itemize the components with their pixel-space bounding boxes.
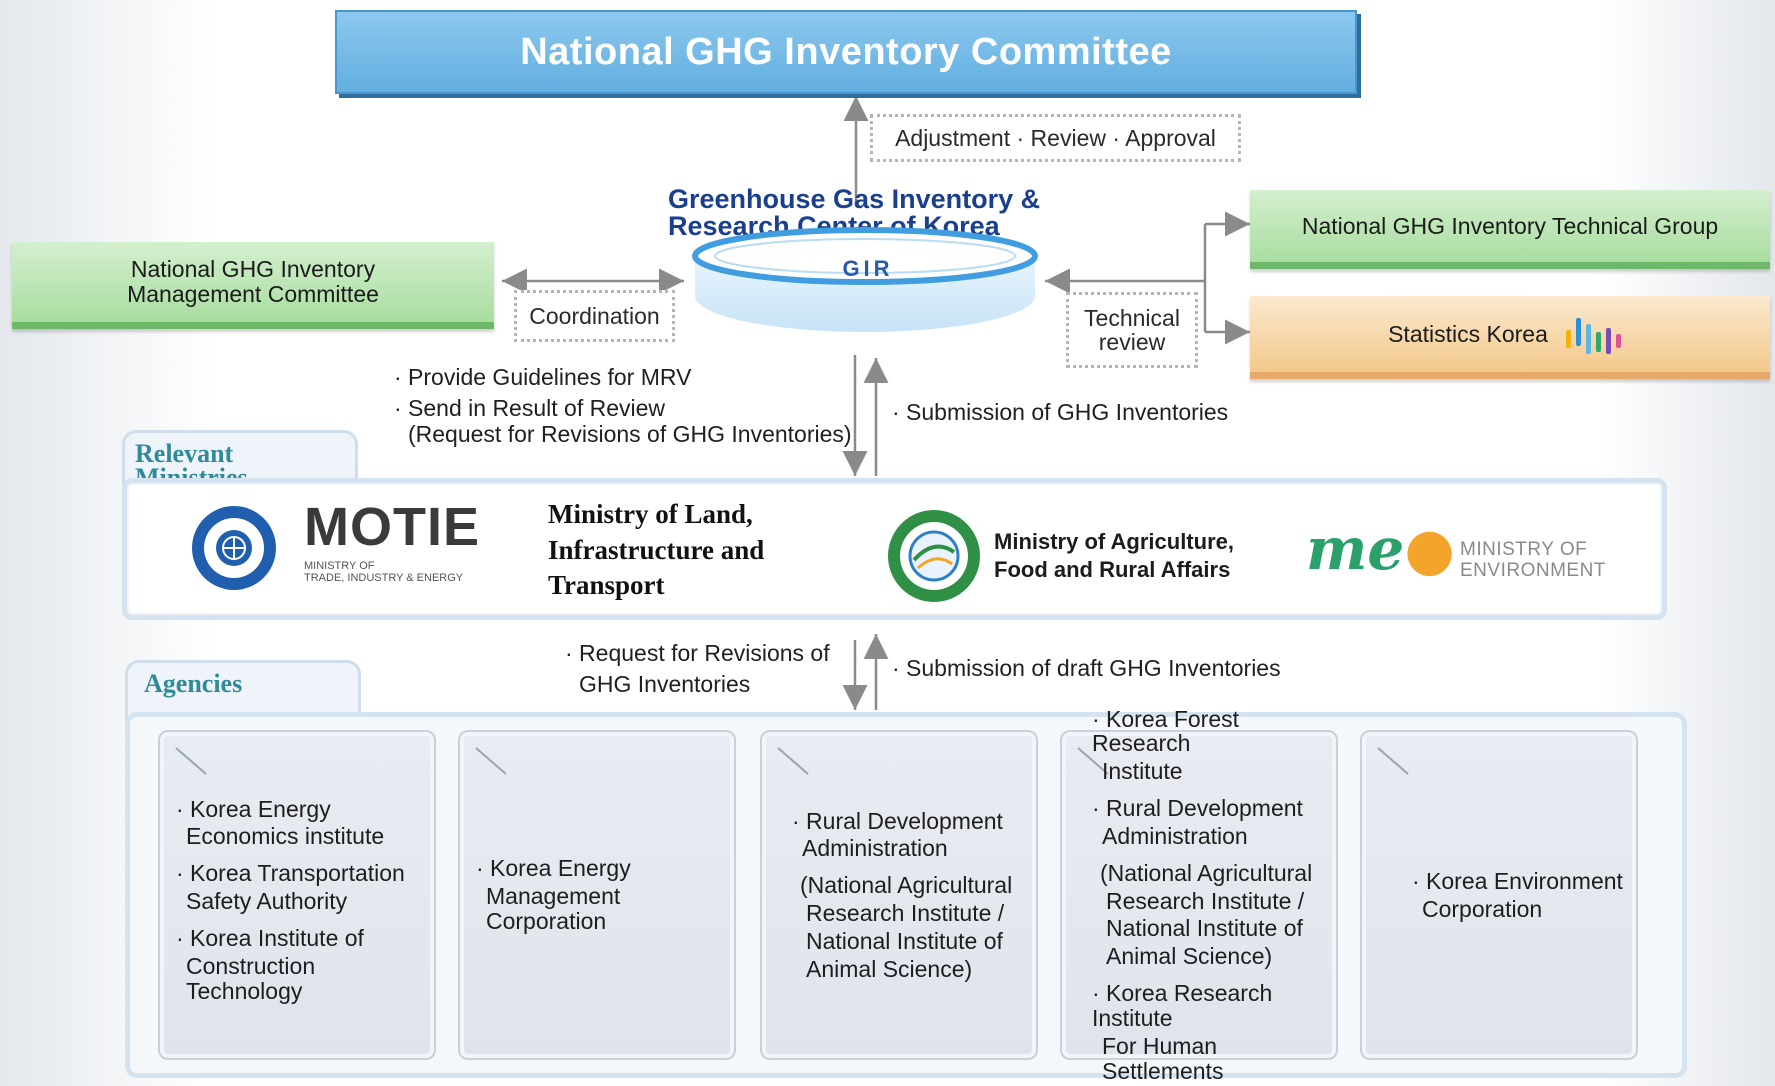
gir-title: Greenhouse Gas Inventory & Research Cent…: [668, 184, 1041, 241]
agencies-to-ministries-text: · Submission of draft GHG Inventories: [892, 655, 1281, 681]
corner-mark-icon: [1077, 747, 1109, 775]
motie-logo: MOTIE MINISTRY OF TRADE, INDUSTRY & ENER…: [304, 497, 480, 584]
mafra-emblem-icon: [888, 510, 980, 602]
corner-mark-icon: [475, 747, 507, 775]
management-committee-box: National GHG Inventory Management Commit…: [12, 242, 494, 329]
gir-logo: GIR: [842, 256, 894, 281]
corner-mark-icon: [777, 747, 809, 775]
gir-to-ministries-text: · Provide Guidelines for MRV · Send in R…: [394, 364, 852, 447]
moe-name: MINISTRY OF ENVIRONMENT: [1460, 539, 1606, 581]
moe-logo: me●: [1306, 515, 1455, 583]
relevant-ministries-label: Relevant Ministries: [135, 439, 248, 491]
statistics-korea-box: Statistics Korea: [1250, 296, 1770, 379]
national-ghg-inventory-committee-box: National GHG Inventory Committee: [335, 10, 1357, 94]
corner-mark-icon: [175, 747, 207, 775]
adjustment-review-approval-label: Adjustment · Review · Approval: [870, 114, 1241, 162]
motie-emblem-icon: [192, 506, 276, 590]
coordination-label: Coordination: [514, 290, 675, 342]
technical-group-box: National GHG Inventory Technical Group: [1250, 190, 1770, 269]
corner-mark-icon: [1377, 747, 1409, 775]
ministries-to-gir-text: · Submission of GHG Inventories: [892, 399, 1229, 425]
committee-title: National GHG Inventory Committee: [520, 30, 1172, 73]
agencies-label: Agencies: [144, 669, 243, 698]
mafra-name: Ministry of Agriculture, Food and Rural …: [994, 529, 1234, 582]
technical-review-label: Technical review: [1066, 292, 1198, 368]
molit-name: Ministry of Land, Infrastructure and Tra…: [548, 499, 765, 601]
ministries-to-agencies-text: · Request for Revisions of GHG Inventori…: [565, 640, 830, 698]
gir-disk-icon: [692, 227, 1038, 332]
statistics-korea-logo-icon: [1565, 318, 1621, 354]
